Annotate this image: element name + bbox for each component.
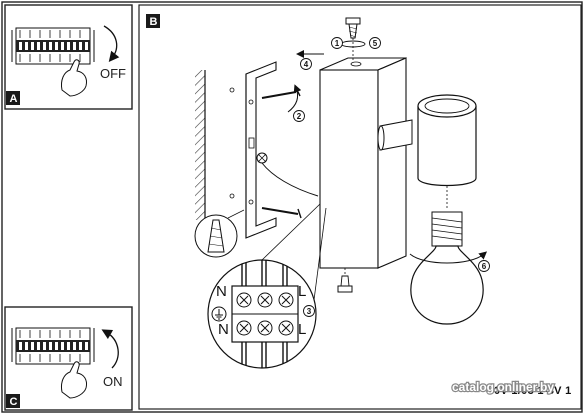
panel-b-label: B [150, 16, 158, 28]
panel-a-label-box [6, 91, 20, 105]
wall-screw-bottom [229, 193, 302, 219]
hand-icon [61, 59, 87, 97]
svg-text:4: 4 [304, 60, 309, 69]
panel-b-label-box [146, 14, 160, 28]
off-label: OFF [100, 66, 126, 81]
screw-direction-arrow-icon [287, 84, 302, 113]
top-screw-icon [345, 17, 361, 39]
step-marker-3: 3 [303, 305, 315, 317]
fuse-box-icon [11, 27, 95, 65]
earth-symbol-icon [211, 306, 227, 322]
step-marker-6: 6 [478, 260, 490, 272]
switch-down-arrow-icon [103, 25, 120, 63]
lamp-body [319, 57, 407, 269]
panel-b: B [138, 4, 582, 410]
switch-up-arrow-icon [101, 329, 119, 369]
svg-text:5: 5 [373, 39, 378, 48]
terminal-l-top: L [298, 283, 306, 300]
on-label: ON [103, 374, 123, 389]
panel-c: ON C [4, 306, 133, 411]
svg-text:6: 6 [482, 262, 487, 271]
bulb-rotate-arrow-icon [409, 251, 488, 264]
svg-text:2: 2 [297, 112, 302, 121]
step-marker-5: 5 [369, 37, 381, 49]
mounting-bracket [245, 61, 277, 239]
svg-text:3: 3 [307, 307, 312, 316]
terminal-n-bottom: N [218, 321, 229, 338]
svg-text:1: 1 [335, 39, 340, 48]
step-marker-4: 4 [300, 58, 312, 70]
panel-c-label-box [6, 394, 20, 408]
fuse-box-icon [11, 327, 95, 365]
terminal-n-top: N [216, 283, 227, 300]
step-marker-2: 2 [293, 110, 305, 122]
spot-head [377, 94, 477, 208]
light-bulb-icon [410, 211, 484, 325]
panel-b-frame [138, 4, 582, 410]
supply-cable [261, 162, 319, 197]
panel-a-label: A [10, 93, 18, 105]
panel-c-label: C [10, 396, 18, 408]
hand-icon [61, 361, 87, 399]
terminal-block-zoom: N L N L [207, 259, 317, 369]
terminal-l-bottom: L [298, 321, 306, 338]
watermark-text: catalog.onliner.by [452, 380, 554, 394]
wall-hatch [195, 70, 205, 220]
catalog-code: 0V 1/03 1-8V 1 [494, 385, 572, 397]
panel-a: OFF A [4, 4, 133, 110]
bottom-screw-icon [337, 275, 353, 293]
step-marker-1: 1 [331, 37, 343, 49]
